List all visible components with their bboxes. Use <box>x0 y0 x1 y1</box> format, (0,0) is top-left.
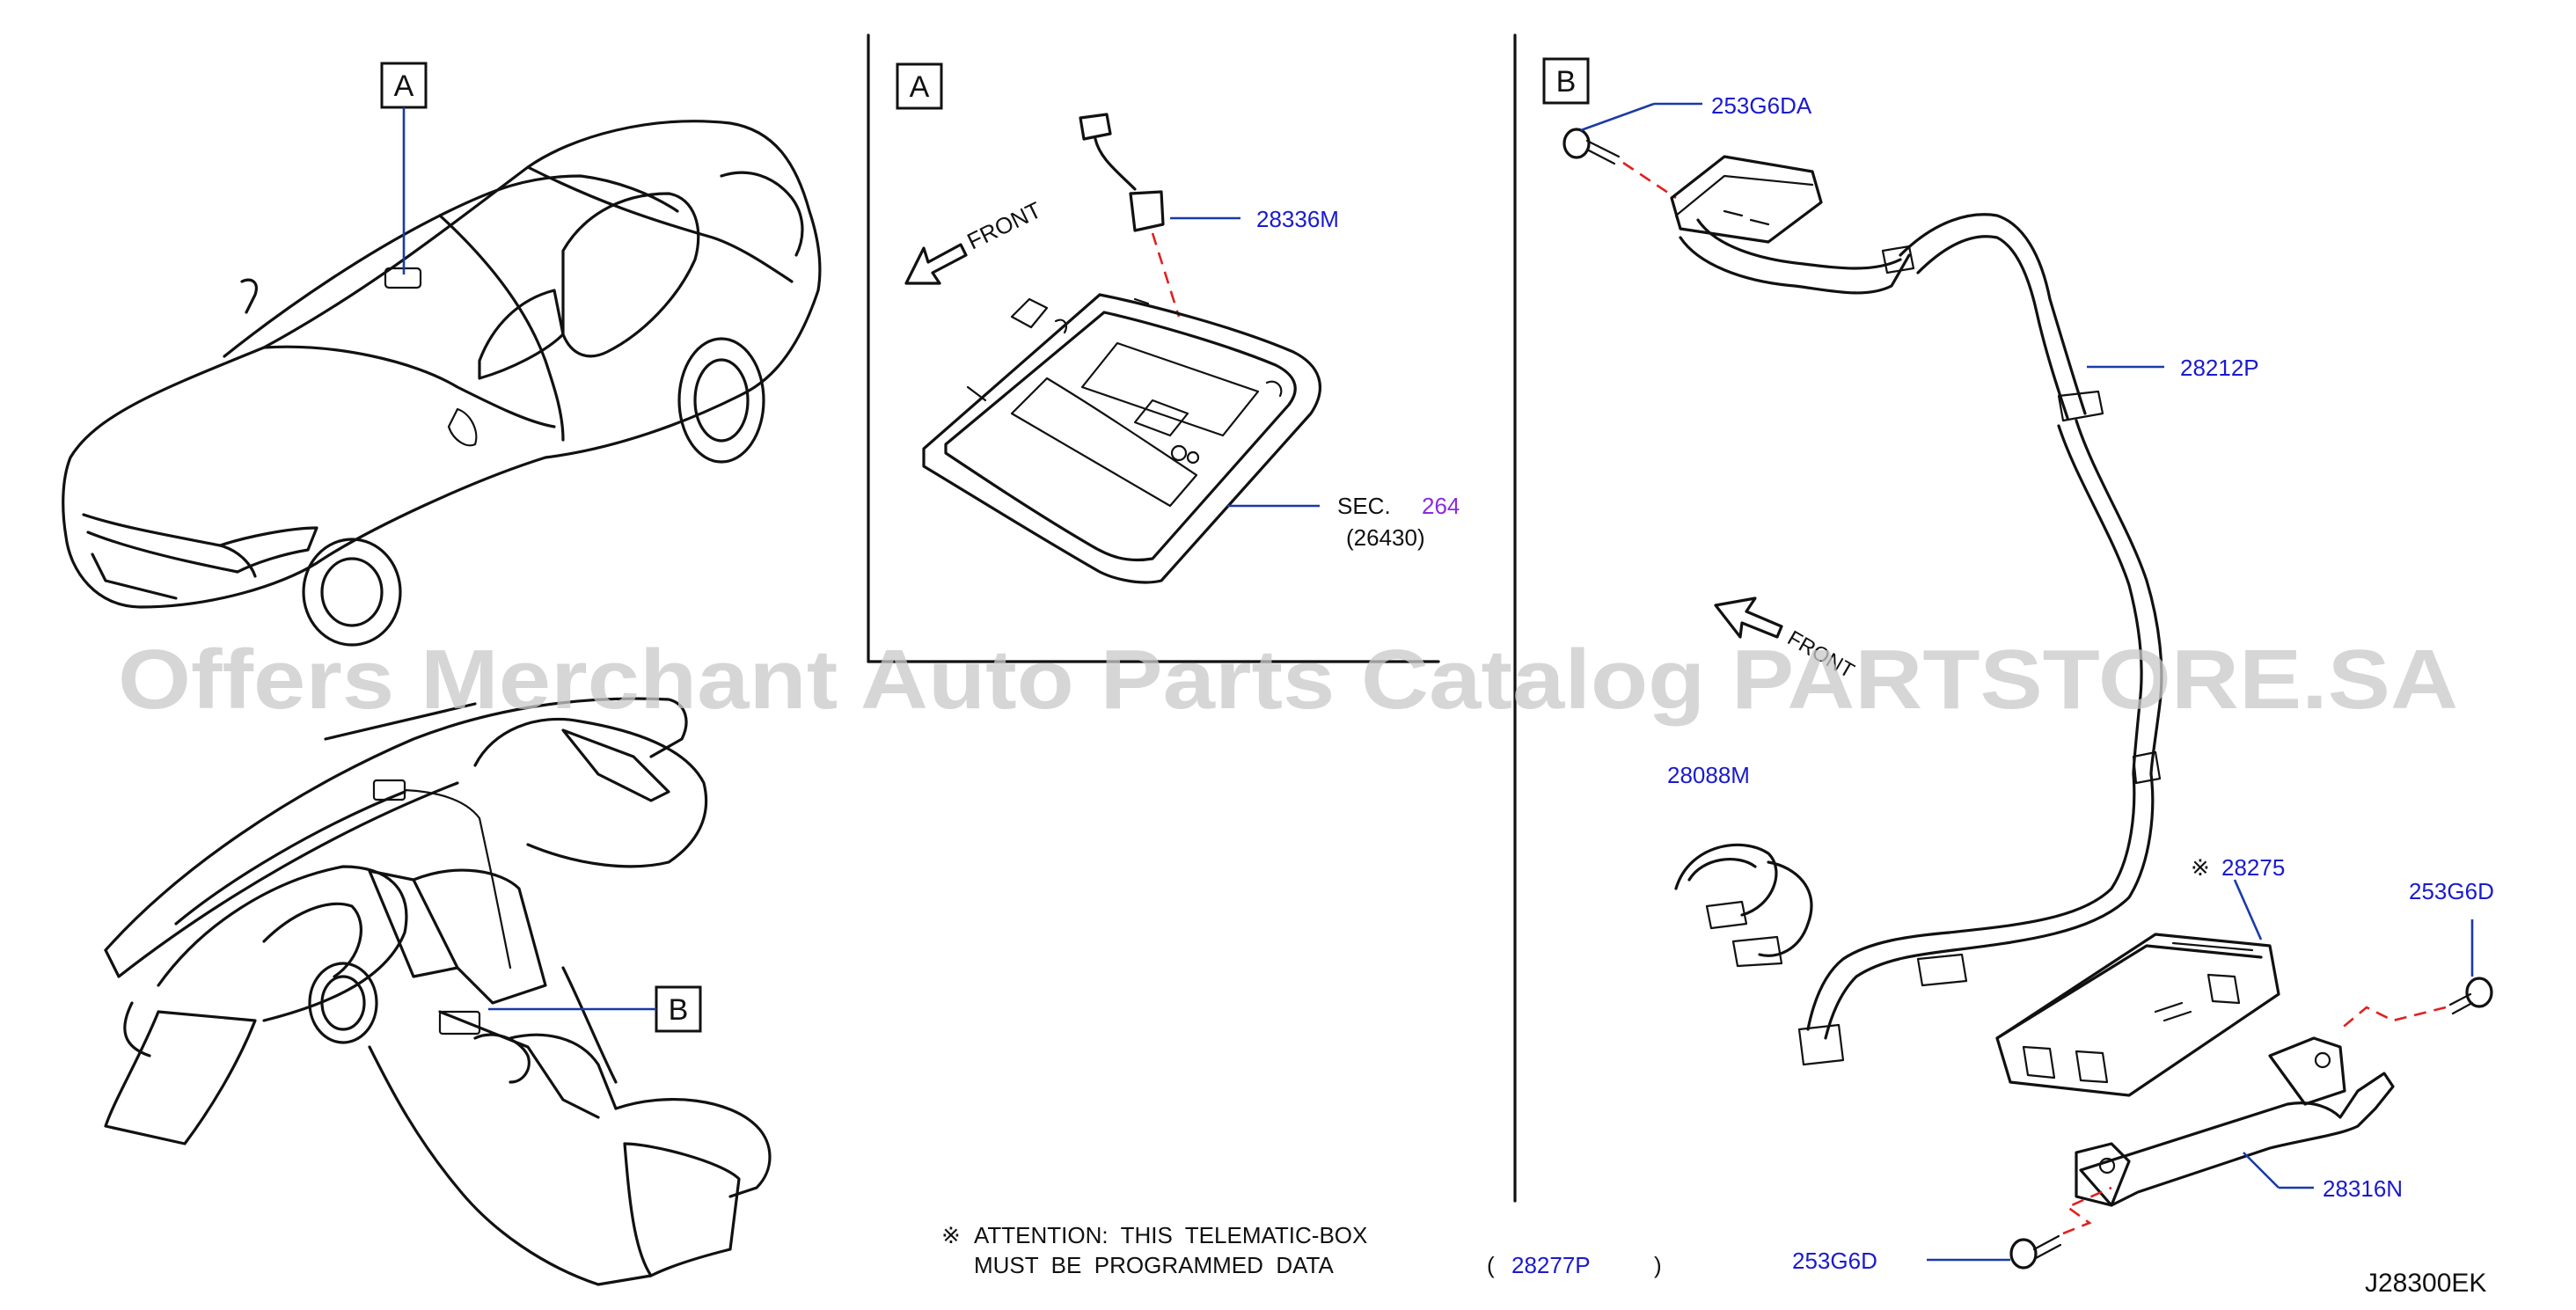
part-28316N: 28316N <box>2323 1175 2403 1202</box>
part-253G6D-right: 253G6D <box>2409 878 2494 904</box>
front-arrow-icon: FRONT <box>904 196 1045 285</box>
attention-line2: MUST BE PROGRAMMED DATA <box>974 1252 1334 1278</box>
connector-28336M <box>1079 113 1165 232</box>
harness-28088M <box>1674 843 1813 968</box>
watermark-text: Offers Merchant Auto Parts Catalog PARTS… <box>118 633 2458 727</box>
bracket-28316N <box>2075 1036 2395 1207</box>
attention-ref-open: ( <box>1487 1252 1495 1278</box>
sec-26430: (26430) <box>1346 524 1425 551</box>
part-28275: 28275 <box>2221 854 2285 881</box>
sec-264-link[interactable]: 264 <box>1422 493 1460 519</box>
panel-B: B 253G6DA 28 <box>1542 57 2494 1274</box>
panel-A-label: A <box>910 70 930 104</box>
panel-B-label: B <box>1556 65 1577 99</box>
telematic-box-28275 <box>1995 933 2280 1097</box>
front-label-A: FRONT <box>962 196 1045 254</box>
dash-view-B-label: B <box>669 993 689 1027</box>
cable-lower <box>1797 931 1968 1066</box>
panel-A: A FRONT 28336M <box>896 62 1460 584</box>
attention-ref-part[interactable]: 28277P <box>1511 1252 1591 1278</box>
attention-line1: ATTENTION: THIS TELEMATIC-BOX <box>974 1222 1367 1248</box>
screw-253G6DA-icon <box>1562 128 1621 165</box>
harness-28212P <box>1679 213 2163 952</box>
part-28336M: 28336M <box>1256 206 1339 232</box>
dashboard-illustration <box>104 697 772 1286</box>
sec-label: SEC. <box>1337 493 1391 519</box>
car-illustration <box>62 120 822 647</box>
part-253G6DA: 253G6DA <box>1711 92 1812 119</box>
part-253G6D-bottom: 253G6D <box>1792 1248 1877 1274</box>
attention-mark: ※ <box>941 1222 961 1248</box>
diagram-id: J28300EK <box>2365 1269 2486 1298</box>
car-view-A-callout: A <box>380 62 428 274</box>
screw-253G6D-bottom-icon <box>2009 1234 2062 1270</box>
antenna-module <box>1670 155 1823 244</box>
attention-ref-close: ) <box>1654 1252 1662 1278</box>
attention-note: ※ ATTENTION: THIS TELEMATIC-BOX MUST BE … <box>941 1222 1662 1278</box>
car-view-A-label: A <box>394 70 414 103</box>
mark-28275: ※ <box>2191 854 2210 881</box>
map-lamp-assembly <box>922 293 1321 584</box>
part-28088M: 28088M <box>1667 762 1750 788</box>
screw-253G6D-right-icon <box>2448 977 2493 1015</box>
dash-view-B-callout: B <box>488 985 702 1033</box>
part-28212P: 28212P <box>2180 355 2259 381</box>
